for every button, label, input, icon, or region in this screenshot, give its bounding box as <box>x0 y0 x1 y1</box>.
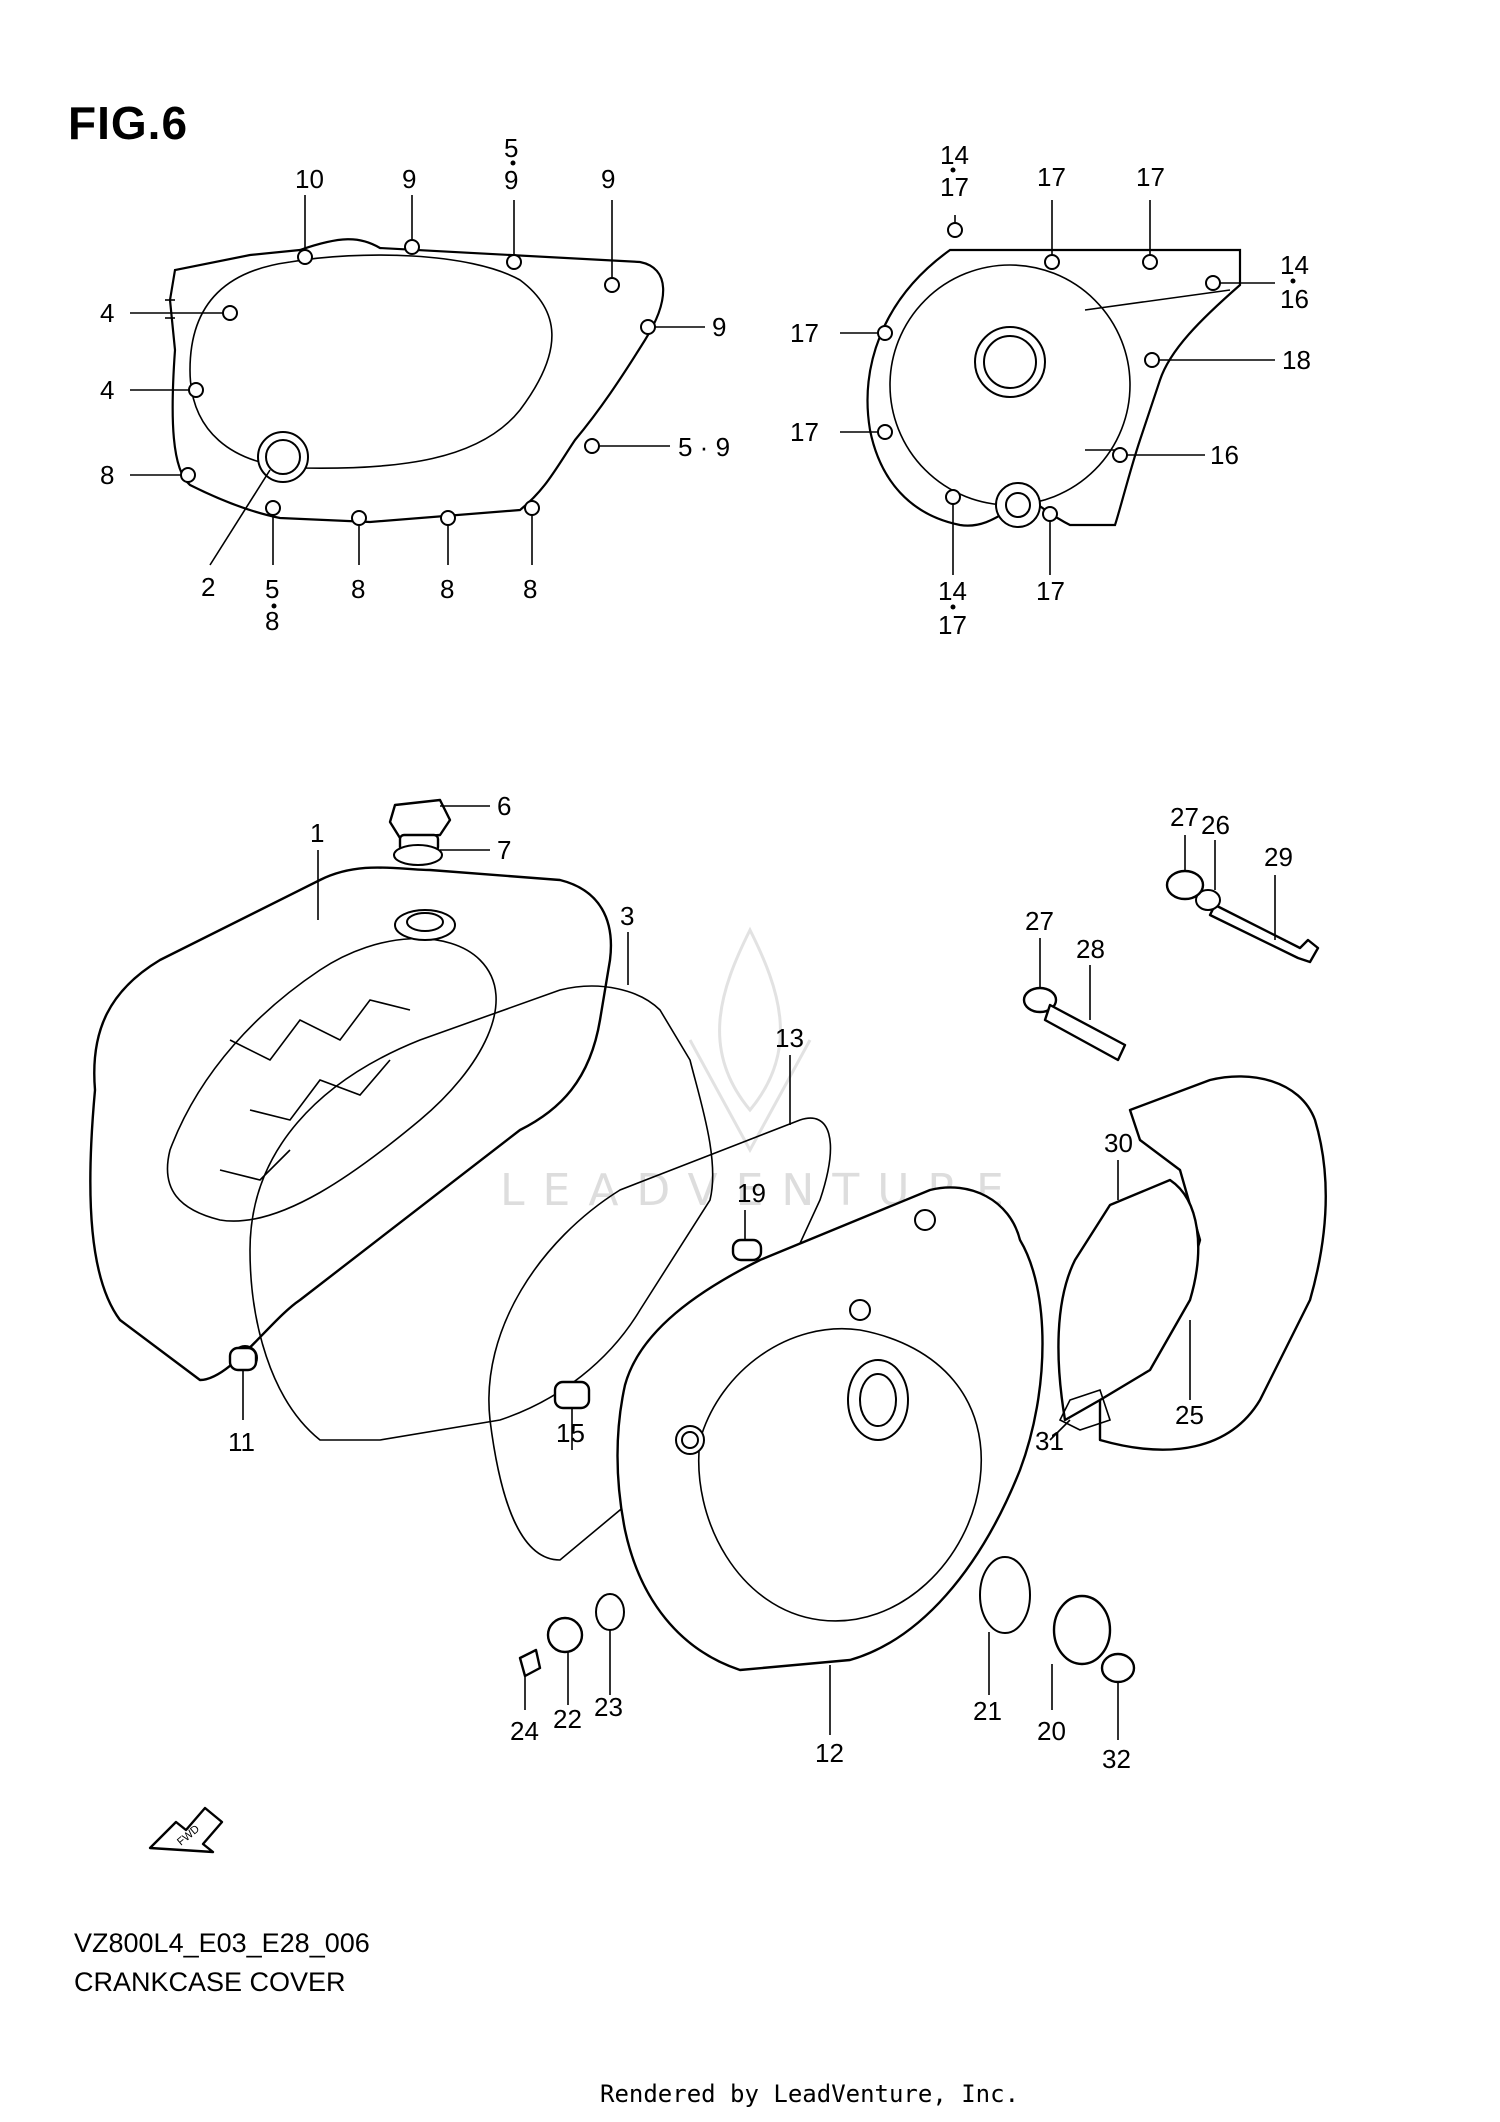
washer-23 <box>595 1593 625 1631</box>
callout-23: 23 <box>594 1692 623 1722</box>
generator-cover <box>616 1186 1044 1672</box>
callout-17-d: 17 <box>790 417 819 447</box>
callout-30: 30 <box>1104 1128 1133 1158</box>
callout-16: 16 <box>1210 440 1239 470</box>
callout-20: 20 <box>1037 1716 1066 1746</box>
dowel-19 <box>731 1238 763 1262</box>
dowel-15 <box>553 1380 591 1410</box>
callout-17-a: 17 <box>1037 162 1066 192</box>
crankcase-cover <box>89 866 613 1382</box>
washer-26 <box>1195 889 1221 911</box>
callout-5-bottom: 5 <box>265 574 279 604</box>
callout-31: 31 <box>1035 1426 1064 1456</box>
callout-8-d: 8 <box>523 574 537 604</box>
callout-8-c: 8 <box>440 574 454 604</box>
callout-12: 12 <box>815 1738 844 1768</box>
callout-27-top: 27 <box>1170 802 1199 832</box>
callout-14-top: 14 <box>940 140 969 170</box>
callout-13: 13 <box>775 1023 804 1053</box>
callout-9-b: 9 <box>601 164 615 194</box>
callout-2: 2 <box>201 572 215 602</box>
diagram-code: VZ800L4_E03_E28_006 <box>74 1928 370 1958</box>
callout-17-bottom: 17 <box>938 610 967 640</box>
callout-28: 28 <box>1076 934 1105 964</box>
callout-5-9-right: 5 · 9 <box>678 432 730 462</box>
callout-labels: 10 9 5 9 9 4 4 9 5 · 9 8 2 5 8 8 8 8 14 … <box>100 133 1311 1774</box>
callout-15: 15 <box>556 1418 585 1448</box>
callout-22: 22 <box>553 1704 582 1734</box>
callout-7: 7 <box>497 835 511 865</box>
callout-21: 21 <box>973 1696 1002 1726</box>
callout-4-b: 4 <box>100 375 114 405</box>
callout-18: 18 <box>1282 345 1311 375</box>
callout-4-a: 4 <box>100 298 114 328</box>
left-cover-outline <box>165 238 665 526</box>
gasket-3 <box>249 985 714 1441</box>
bolt-22 <box>546 1616 584 1654</box>
grommet-27-top <box>1165 869 1205 901</box>
cap-20 <box>1052 1594 1112 1666</box>
callout-9-a: 9 <box>402 164 416 194</box>
callout-24: 24 <box>510 1716 539 1746</box>
callout-9-c: 9 <box>712 312 726 342</box>
callout-14-right: 14 <box>1280 250 1309 280</box>
plug-24 <box>518 1648 542 1678</box>
callout-25: 25 <box>1175 1400 1204 1430</box>
render-credit: Rendered by LeadVenture, Inc. <box>600 2080 1020 2108</box>
callout-8-bottom: 8 <box>265 606 279 636</box>
callout-9-top: 9 <box>504 165 518 195</box>
plug-32 <box>1100 1652 1136 1684</box>
callout-17-e: 17 <box>1036 576 1065 606</box>
callout-16-right: 16 <box>1280 284 1309 314</box>
diagram-caption: CRANKCASE COVER <box>74 1967 346 1997</box>
callout-8-b: 8 <box>351 574 365 604</box>
callout-19: 19 <box>737 1178 766 1208</box>
callout-11: 11 <box>228 1427 255 1457</box>
cover-30 <box>1057 1178 1200 1422</box>
o-ring-7 <box>393 844 443 866</box>
dowel-11 <box>228 1346 258 1372</box>
oil-filler-cap <box>388 798 452 853</box>
callout-5-top: 5 <box>504 133 518 163</box>
callout-10: 10 <box>295 164 324 194</box>
callout-27-left: 27 <box>1025 906 1054 936</box>
o-ring-21 <box>979 1556 1031 1634</box>
right-cover-outline <box>866 222 1242 528</box>
callout-14-bottom: 14 <box>938 576 967 606</box>
fwd-arrow-icon: FWD <box>148 1806 224 1854</box>
callout-26: 26 <box>1201 810 1230 840</box>
bracket-31 <box>1058 1388 1112 1431</box>
callout-3: 3 <box>620 901 634 931</box>
callout-8-a: 8 <box>100 460 114 490</box>
callout-1: 1 <box>310 818 324 848</box>
callout-17-top: 17 <box>940 172 969 202</box>
callout-32: 32 <box>1102 1744 1131 1774</box>
collar-28 <box>1043 1003 1127 1062</box>
callout-17-b: 17 <box>1136 162 1165 192</box>
figure-title: FIG.6 <box>68 97 189 149</box>
bolt-29 <box>1208 903 1320 964</box>
callout-17-c: 17 <box>790 318 819 348</box>
callout-29: 29 <box>1264 842 1293 872</box>
callout-6: 6 <box>497 791 511 821</box>
